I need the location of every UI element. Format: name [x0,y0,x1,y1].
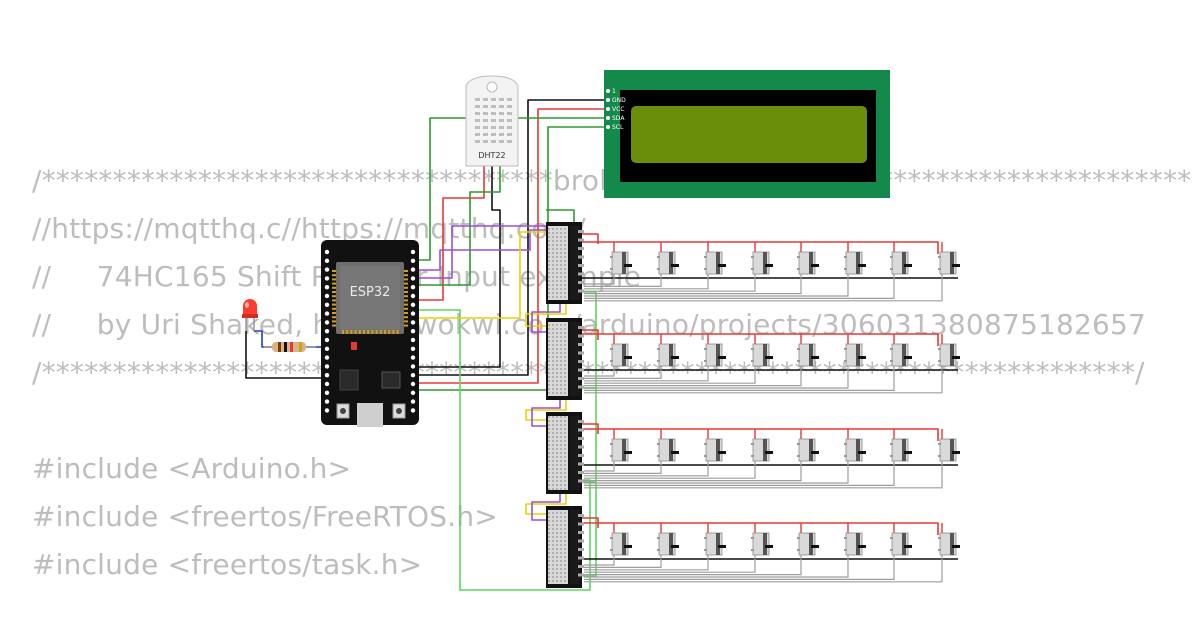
wire-chip-top [546,209,575,222]
lcd-pin-sda: SDA [612,115,625,122]
pushbutton-grid [584,242,960,583]
wire-lcd-vcc [419,108,606,384]
pushbutton-r1-c2[interactable] [584,242,679,287]
pushbutton-r4-c7[interactable] [584,523,912,581]
dht22-label: DHT22 [478,151,505,160]
pushbutton-r2-c4[interactable] [584,334,773,384]
wire-chain-out-2 [582,387,597,483]
pushbutton-r2-c5[interactable] [584,334,819,387]
dht22-grille [475,98,512,143]
wire-led-gnd [245,331,321,379]
wire-data-in [419,231,546,319]
shift-register-1[interactable] [546,222,584,304]
pushbutton-r2-c6[interactable] [584,334,866,389]
pushbutton-r1-c4[interactable] [584,242,773,292]
wire-lcd-gnd [419,99,606,376]
esp32-pin-header [324,249,416,413]
pushbutton-r1-c8[interactable] [584,242,960,302]
pushbutton-r1-c6[interactable] [584,242,866,297]
wires [245,99,958,591]
pushbutton-r3-c8[interactable] [584,429,960,489]
pushbutton-r4-c6[interactable] [584,523,866,578]
pushbutton-r3-c2[interactable] [584,429,679,474]
wire-chain-clock-1 [531,304,561,333]
esp32-module-pins [332,270,408,334]
shift-registers [546,222,584,588]
pushbutton-r1-c5[interactable] [584,242,819,295]
wire-dht-data [419,166,501,286]
lcd-pin-labels: 1 GND VCC SDA SCL [606,88,626,131]
lcd-pin-gnd: GND [612,97,626,104]
wire-row-vcc-2 [582,333,939,346]
wire-chip-vcc-2 [582,329,599,340]
pushbutton-r3-c7[interactable] [584,429,912,486]
wire-chip-vcc-1 [582,233,599,244]
esp32-label: ESP32 [350,285,391,300]
red-led[interactable] [242,299,258,331]
pushbutton-r4-c5[interactable] [584,523,819,576]
wire-row-vcc-3 [582,428,939,441]
pushbutton-r4-c3[interactable] [584,523,726,571]
pushbutton-r2-c3[interactable] [584,334,726,382]
wire-chip-vcc-4 [582,517,599,528]
pushbutton-r4-c8[interactable] [584,523,960,583]
pushbutton-r3-c3[interactable] [584,429,726,477]
wire-chip-vcc-3 [582,423,599,434]
pushbutton-r4-c1[interactable] [584,523,632,566]
pushbutton-r2-c2[interactable] [584,334,679,379]
pushbutton-r3-c6[interactable] [584,429,866,484]
pushbutton-r1-c3[interactable] [584,242,726,290]
wire-row-vcc-4 [582,522,939,535]
power-led [351,342,357,350]
wire-clk [419,229,546,271]
pushbutton-r4-c2[interactable] [584,523,679,569]
lcd-pin-vcc: VCC [612,106,624,113]
dht22-sensor[interactable]: DHT22 [465,75,519,167]
lcd-pin-1: 1 [612,88,616,95]
wire-led-anode [254,330,272,348]
pushbutton-r2-c1[interactable] [584,334,632,377]
pushbutton-r1-c7[interactable] [584,242,912,299]
lcd-display[interactable]: 1 GND VCC SDA SCL [604,70,890,198]
wire-chain-out-1 [582,291,597,389]
pushbutton-r1-c1[interactable] [584,242,632,285]
wire-load [419,225,546,279]
shift-register-4[interactable] [546,506,584,588]
lcd-pin-scl: SCL [612,124,624,131]
wire-row-vcc-1 [582,241,939,254]
usb-port [357,403,383,427]
wire-chain-clock-3 [531,494,561,521]
esp32-board[interactable]: ESP32 [321,240,419,427]
resistor[interactable] [264,342,316,352]
pushbutton-r3-c5[interactable] [584,429,819,482]
wire-dht-vcc [419,166,485,301]
wire-chain-out-3 [582,481,597,577]
wire-chain-clock-2 [531,400,561,427]
pushbutton-r3-c1[interactable] [584,429,632,472]
pushbutton-r3-c4[interactable] [584,429,773,479]
pushbutton-r2-c7[interactable] [584,334,912,391]
shift-register-2[interactable] [546,318,584,400]
wire-dht-gnd [419,166,501,368]
shift-register-3[interactable] [546,412,584,494]
pushbutton-r4-c4[interactable] [584,523,773,573]
pushbutton-r2-c8[interactable] [584,334,960,394]
